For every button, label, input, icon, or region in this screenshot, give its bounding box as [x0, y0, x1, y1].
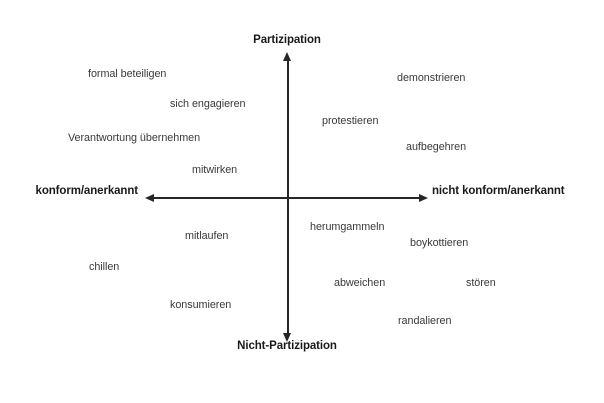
term-label: mitlaufen: [185, 230, 229, 242]
term-label: formal beteiligen: [88, 68, 167, 80]
term-label: chillen: [89, 261, 120, 273]
term-label: mitwirken: [192, 164, 238, 176]
term-label: konsumieren: [170, 299, 232, 311]
term-label: protestieren: [322, 115, 379, 127]
term-label: stören: [466, 277, 496, 289]
term-label: abweichen: [334, 277, 386, 289]
term-label: demonstrieren: [397, 72, 466, 84]
arrow-up-icon: [283, 52, 291, 61]
term-label: boykottieren: [410, 237, 469, 249]
arrow-right-icon: [419, 193, 428, 202]
axis-label-partizipation: Partizipation: [253, 34, 321, 46]
arrow-left-icon: [145, 193, 154, 202]
axis-label-konform-anerkannt: konform/anerkannt: [35, 185, 139, 197]
term-label: sich engagieren: [170, 98, 246, 110]
term-label: randalieren: [398, 315, 452, 327]
axis-label-nicht-konform-anerkannt: nicht konform/anerkannt: [432, 185, 565, 197]
term-label: herumgammeln: [310, 221, 385, 233]
horizontal-axis-line: [150, 197, 421, 199]
term-label: Verantwortung übernehmen: [68, 132, 201, 144]
axis-label-nicht-partizipation: Nicht-Partizipation: [237, 340, 337, 352]
arrow-down-icon: [283, 333, 291, 342]
term-label: aufbegehren: [406, 141, 467, 153]
